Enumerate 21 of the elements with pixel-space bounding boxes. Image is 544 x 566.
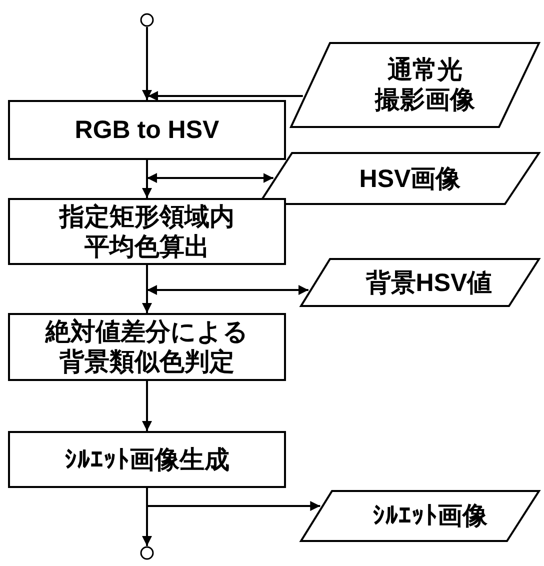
arrow <box>147 173 274 183</box>
arrow <box>142 381 152 431</box>
process-box <box>8 313 286 381</box>
node-label: HSV画像 <box>359 164 461 194</box>
process-box <box>8 198 286 265</box>
node-label: 背景HSV値 <box>366 268 492 298</box>
node-label: 通常光撮影画像 <box>375 55 475 115</box>
arrow <box>147 501 320 511</box>
node-label: 絶対値差分による背景類似色判定 <box>46 317 248 377</box>
node-label: ｼﾙｴｯﾄ画像 <box>372 501 488 531</box>
arrow <box>142 27 152 100</box>
arrow <box>142 265 152 313</box>
node-label: ｼﾙｴｯﾄ画像生成 <box>64 444 230 474</box>
node-label: RGB to HSV <box>74 115 220 145</box>
arrow <box>142 488 152 546</box>
arrow <box>142 160 152 198</box>
process-box <box>8 431 286 488</box>
process-box <box>8 100 286 160</box>
node-label: 指定矩形領域内平均色算出 <box>60 202 234 262</box>
arrow <box>148 91 303 101</box>
arrow <box>147 285 308 295</box>
